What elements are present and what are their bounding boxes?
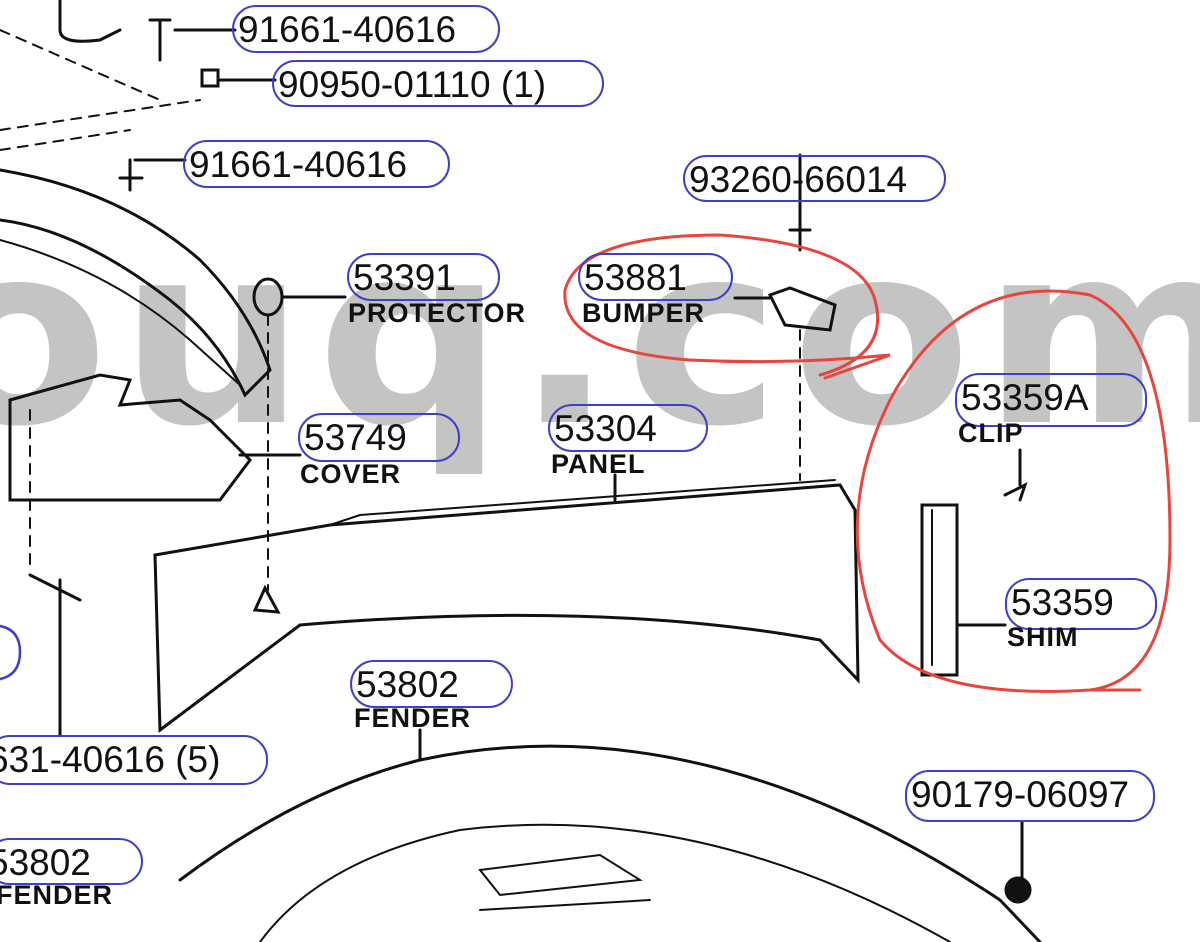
part-name-bumper: BUMPER	[582, 298, 706, 328]
panel-part	[153, 483, 860, 733]
partial-label-outline	[0, 624, 22, 681]
watermark: ouq.com	[0, 190, 1200, 481]
part-name-shim: SHIM	[1007, 622, 1079, 652]
shim-part	[920, 503, 959, 677]
nut	[200, 68, 220, 88]
dashed-guides	[0, 29, 201, 151]
cover-part	[8, 373, 252, 502]
protector-part	[252, 277, 284, 317]
bracket-outline	[58, 0, 122, 43]
part-label-53802-lower[interactable]: 53802	[0, 838, 143, 885]
part-label-53359[interactable]: 53359	[1005, 578, 1157, 630]
part-name-clip: CLIP	[958, 418, 1024, 448]
part-label-631-40616[interactable]: 631-40616 (5)	[0, 735, 268, 785]
bolt-lower-left	[28, 573, 82, 737]
part-label-91661-40616-top[interactable]: 91661-40616	[232, 5, 500, 53]
fender-arch	[0, 168, 272, 398]
bolt-top	[148, 18, 237, 62]
protector-mount	[252, 584, 281, 614]
part-name-protector: PROTECTOR	[348, 298, 527, 328]
part-name-panel: PANEL	[551, 449, 646, 479]
bolt-right	[788, 153, 812, 252]
clip-part	[1003, 448, 1028, 502]
bumper-part	[767, 286, 837, 332]
part-label-53304[interactable]: 53304	[548, 404, 708, 452]
part-label-90179-06097[interactable]: 90179-06097	[905, 770, 1155, 822]
nut-lower	[1004, 876, 1032, 904]
part-name-cover: COVER	[300, 459, 402, 489]
part-label-53391[interactable]: 53391	[347, 253, 500, 301]
lower-fender	[178, 744, 1042, 942]
part-label-53802[interactable]: 53802	[350, 660, 513, 708]
red-annotation-clip-shim	[855, 289, 1172, 693]
bolt-mid	[118, 158, 187, 192]
part-name-fender-lower: FENDER	[0, 880, 114, 910]
part-label-90950-01110[interactable]: 90950-01110 (1)	[272, 60, 604, 107]
part-name-fender: FENDER	[354, 703, 472, 733]
part-label-53359A[interactable]: 53359A	[955, 373, 1147, 427]
part-label-53749[interactable]: 53749	[298, 413, 460, 462]
part-label-91661-40616-mid[interactable]: 91661-40616	[183, 140, 450, 188]
part-label-53881[interactable]: 53881	[578, 253, 733, 301]
part-label-93260-66014[interactable]: 93260-66014	[683, 155, 946, 202]
